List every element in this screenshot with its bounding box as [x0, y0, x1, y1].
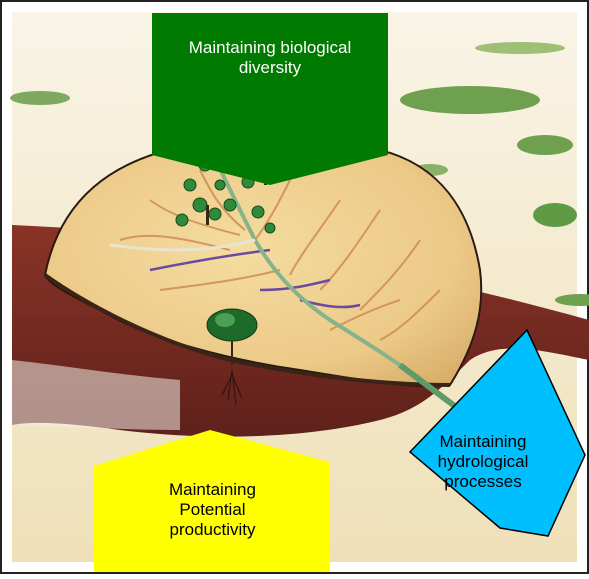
- potential-productivity-text: Maintaining Potential productivity: [169, 480, 256, 539]
- biological-diversity-label: Maintaining biological diversity: [182, 38, 358, 78]
- hydrological-processes-label: Maintaining hydrological processes: [430, 432, 536, 492]
- hydrological-processes-text: Maintaining hydrological processes: [438, 432, 529, 491]
- potential-productivity-label: Maintaining Potential productivity: [145, 480, 280, 540]
- biological-diversity-text: Maintaining biological diversity: [189, 38, 352, 77]
